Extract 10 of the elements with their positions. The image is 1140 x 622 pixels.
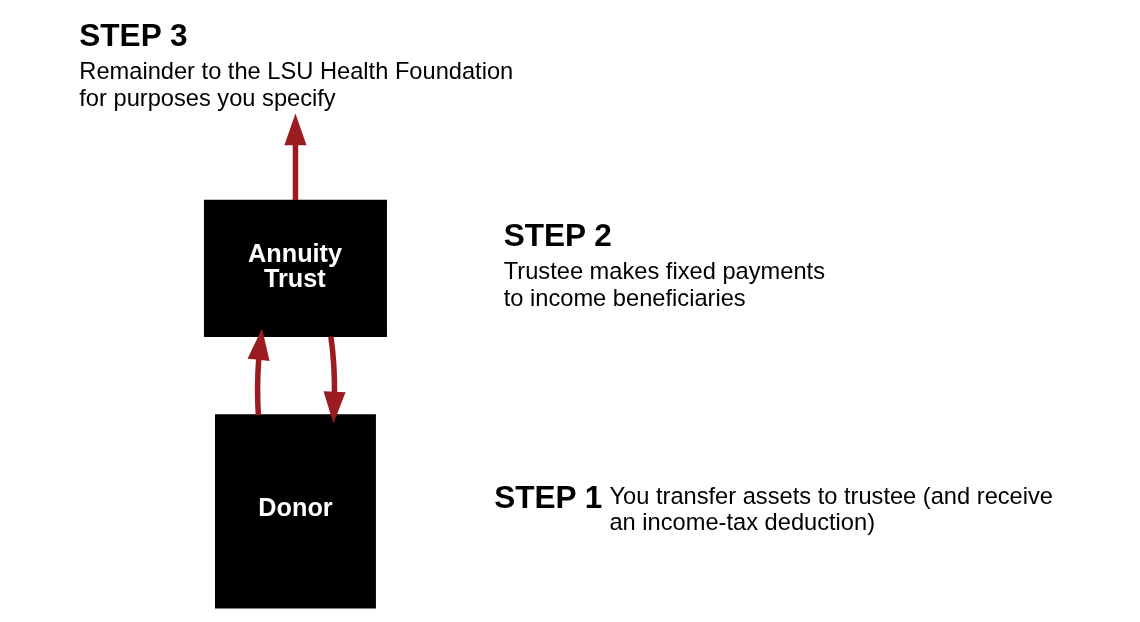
arrow — [284, 113, 307, 201]
node-box: Annuity Trust — [203, 199, 387, 338]
node-label: You transfer assets to trustee (and receive an income-tax deduction) — [609, 482, 1054, 536]
node-text: STEP 3 Remainder to the LSU Health Foundation for purposes you specify — [79, 16, 514, 111]
node-label: STEP 2 — [503, 217, 612, 254]
arrow — [323, 336, 346, 424]
node-label: STEP 1 — [494, 479, 603, 516]
arrow — [247, 328, 270, 416]
node-label: Trustee makes fixed payments to income beneficiaries — [503, 258, 825, 312]
node-box: Donor — [215, 414, 376, 609]
